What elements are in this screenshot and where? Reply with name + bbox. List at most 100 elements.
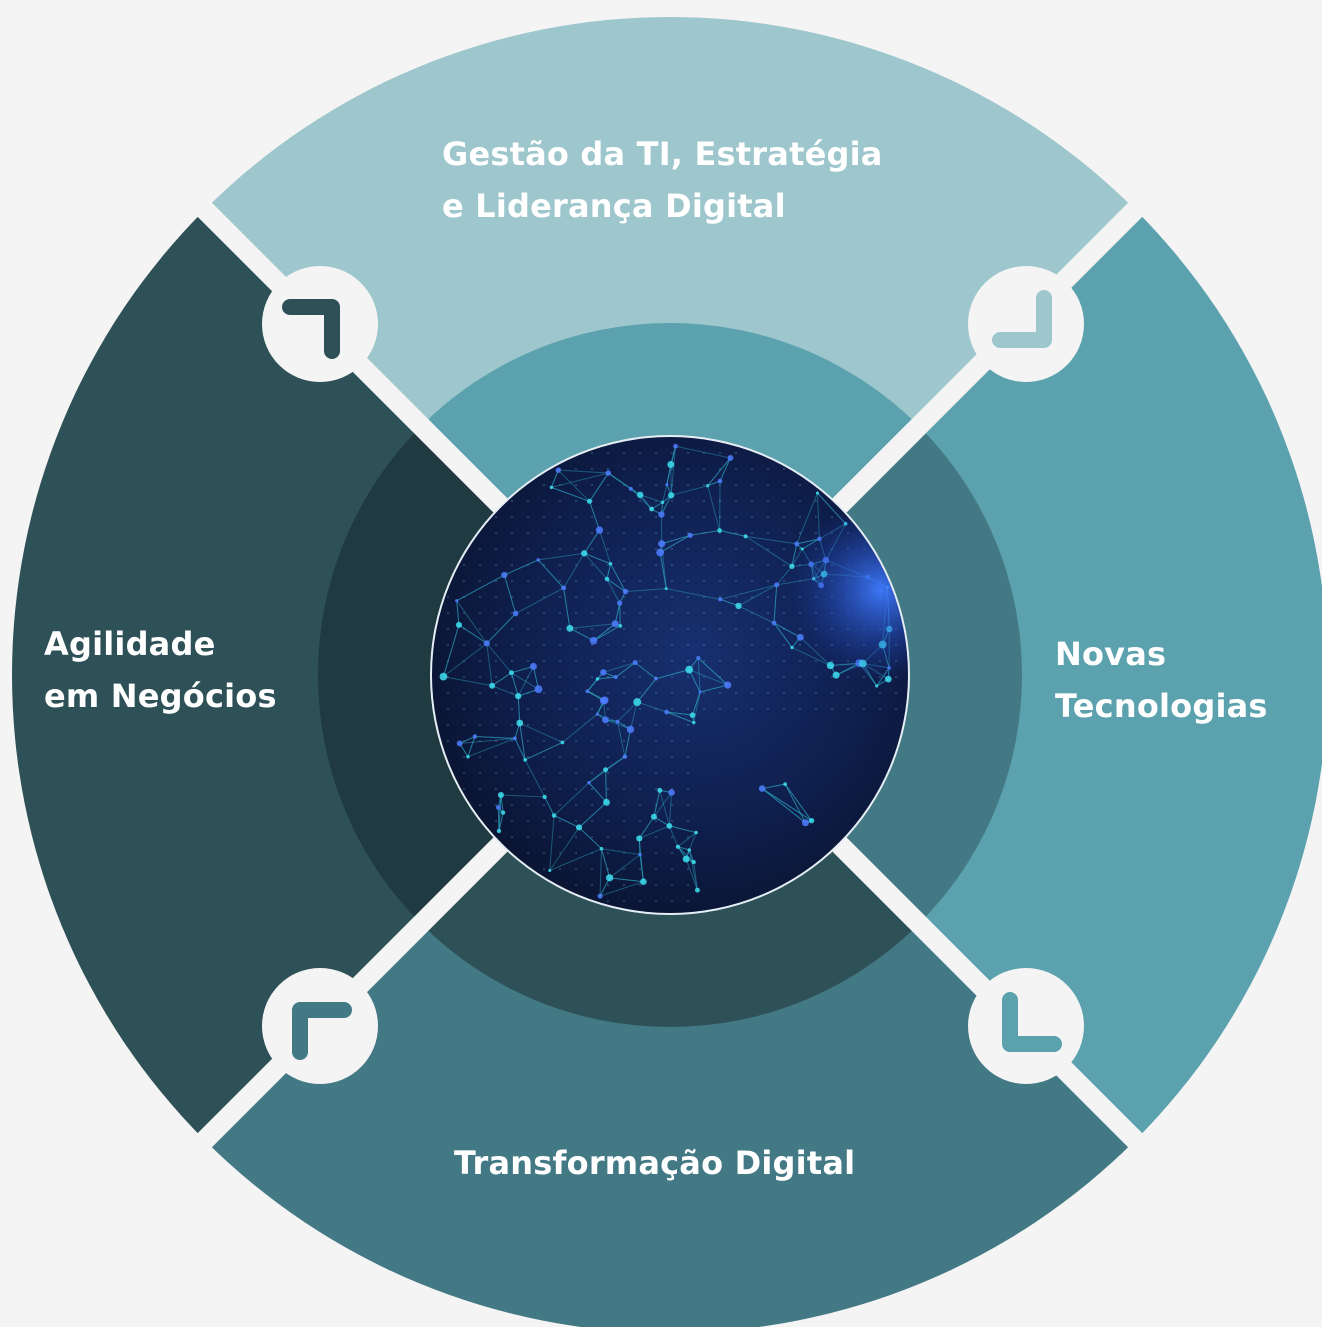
network-dot bbox=[607, 564, 609, 566]
network-dot bbox=[655, 692, 657, 694]
network-dot bbox=[559, 516, 561, 518]
network-link bbox=[569, 627, 594, 642]
network-dot bbox=[687, 468, 689, 470]
network-link bbox=[619, 603, 621, 626]
network-node bbox=[696, 655, 701, 660]
network-dot bbox=[783, 612, 785, 614]
network-dot bbox=[671, 708, 673, 710]
network-node bbox=[692, 720, 696, 725]
network-dot bbox=[607, 484, 609, 486]
network-node bbox=[698, 690, 702, 694]
network-dot bbox=[671, 516, 673, 518]
network-dot bbox=[495, 772, 497, 774]
network-node bbox=[555, 467, 561, 473]
network-node bbox=[508, 670, 514, 676]
network-dot bbox=[623, 708, 625, 710]
network-dot bbox=[735, 628, 737, 630]
network-node bbox=[638, 852, 642, 857]
network-link bbox=[597, 676, 616, 680]
network-node bbox=[595, 677, 600, 681]
network-dot bbox=[783, 596, 785, 598]
network-dot bbox=[511, 548, 513, 550]
network-node bbox=[600, 669, 607, 676]
network-dot bbox=[799, 692, 801, 694]
network-dot bbox=[639, 548, 641, 550]
network-dot bbox=[607, 884, 609, 886]
network-dot bbox=[639, 564, 641, 566]
network-dot bbox=[671, 612, 673, 614]
network-dot bbox=[479, 788, 481, 790]
network-link bbox=[659, 790, 670, 827]
network-dot bbox=[607, 820, 609, 822]
network-dot bbox=[559, 532, 561, 534]
network-node bbox=[603, 798, 610, 806]
network-node bbox=[667, 460, 675, 468]
network-dot bbox=[623, 836, 625, 838]
network-node bbox=[875, 684, 879, 688]
network-link bbox=[456, 600, 488, 644]
network-dot bbox=[703, 452, 705, 454]
network-link bbox=[467, 736, 476, 757]
network-dot bbox=[655, 756, 657, 758]
network-link bbox=[638, 816, 655, 839]
network-link bbox=[605, 756, 626, 771]
network-dot bbox=[559, 548, 561, 550]
network-link bbox=[634, 662, 657, 680]
network-node bbox=[658, 540, 666, 548]
network-dot bbox=[671, 660, 673, 662]
network-link bbox=[549, 815, 555, 871]
network-dot bbox=[751, 612, 753, 614]
segment-top-line-2: e Liderança Digital bbox=[442, 187, 786, 225]
network-dot bbox=[751, 532, 753, 534]
network-dot bbox=[559, 804, 561, 806]
network-dot bbox=[799, 484, 801, 486]
network-dot bbox=[591, 660, 593, 662]
network-dot bbox=[815, 708, 817, 710]
network-dot bbox=[671, 532, 673, 534]
network-node bbox=[758, 785, 766, 792]
network-node bbox=[633, 698, 642, 707]
network-dot bbox=[655, 708, 657, 710]
network-link bbox=[796, 492, 818, 545]
network-dot bbox=[527, 644, 529, 646]
network-dot bbox=[479, 724, 481, 726]
network-dot bbox=[735, 692, 737, 694]
network-dot bbox=[511, 564, 513, 566]
network-dot bbox=[735, 660, 737, 662]
network-node bbox=[604, 576, 610, 582]
network-dot bbox=[623, 676, 625, 678]
network-dot bbox=[527, 740, 529, 742]
network-dot bbox=[655, 628, 657, 630]
network-link bbox=[659, 534, 691, 553]
network-dot bbox=[511, 692, 513, 694]
network-dot bbox=[735, 516, 737, 518]
network-dot bbox=[527, 804, 529, 806]
network-node bbox=[794, 541, 800, 547]
network-dot bbox=[767, 596, 769, 598]
network-dot bbox=[511, 756, 513, 758]
network-dot bbox=[559, 612, 561, 614]
network-link bbox=[639, 854, 644, 882]
network-link bbox=[538, 552, 585, 561]
network-dot bbox=[591, 644, 593, 646]
network-link bbox=[669, 825, 697, 834]
network-dot bbox=[703, 660, 705, 662]
network-dot bbox=[687, 548, 689, 550]
network-dot bbox=[607, 756, 609, 758]
network-link bbox=[601, 848, 611, 878]
network-dot bbox=[559, 756, 561, 758]
network-dot bbox=[511, 516, 513, 518]
network-node bbox=[512, 736, 517, 741]
network-dot bbox=[687, 756, 689, 758]
network-dot bbox=[463, 580, 465, 582]
network-dot bbox=[703, 516, 705, 518]
network-dot bbox=[479, 692, 481, 694]
network-link bbox=[486, 643, 493, 686]
network-link bbox=[583, 552, 608, 580]
network-dot bbox=[783, 708, 785, 710]
network-dot bbox=[623, 484, 625, 486]
network-dot bbox=[607, 804, 609, 806]
network-dot bbox=[639, 724, 641, 726]
network-link bbox=[443, 676, 493, 687]
